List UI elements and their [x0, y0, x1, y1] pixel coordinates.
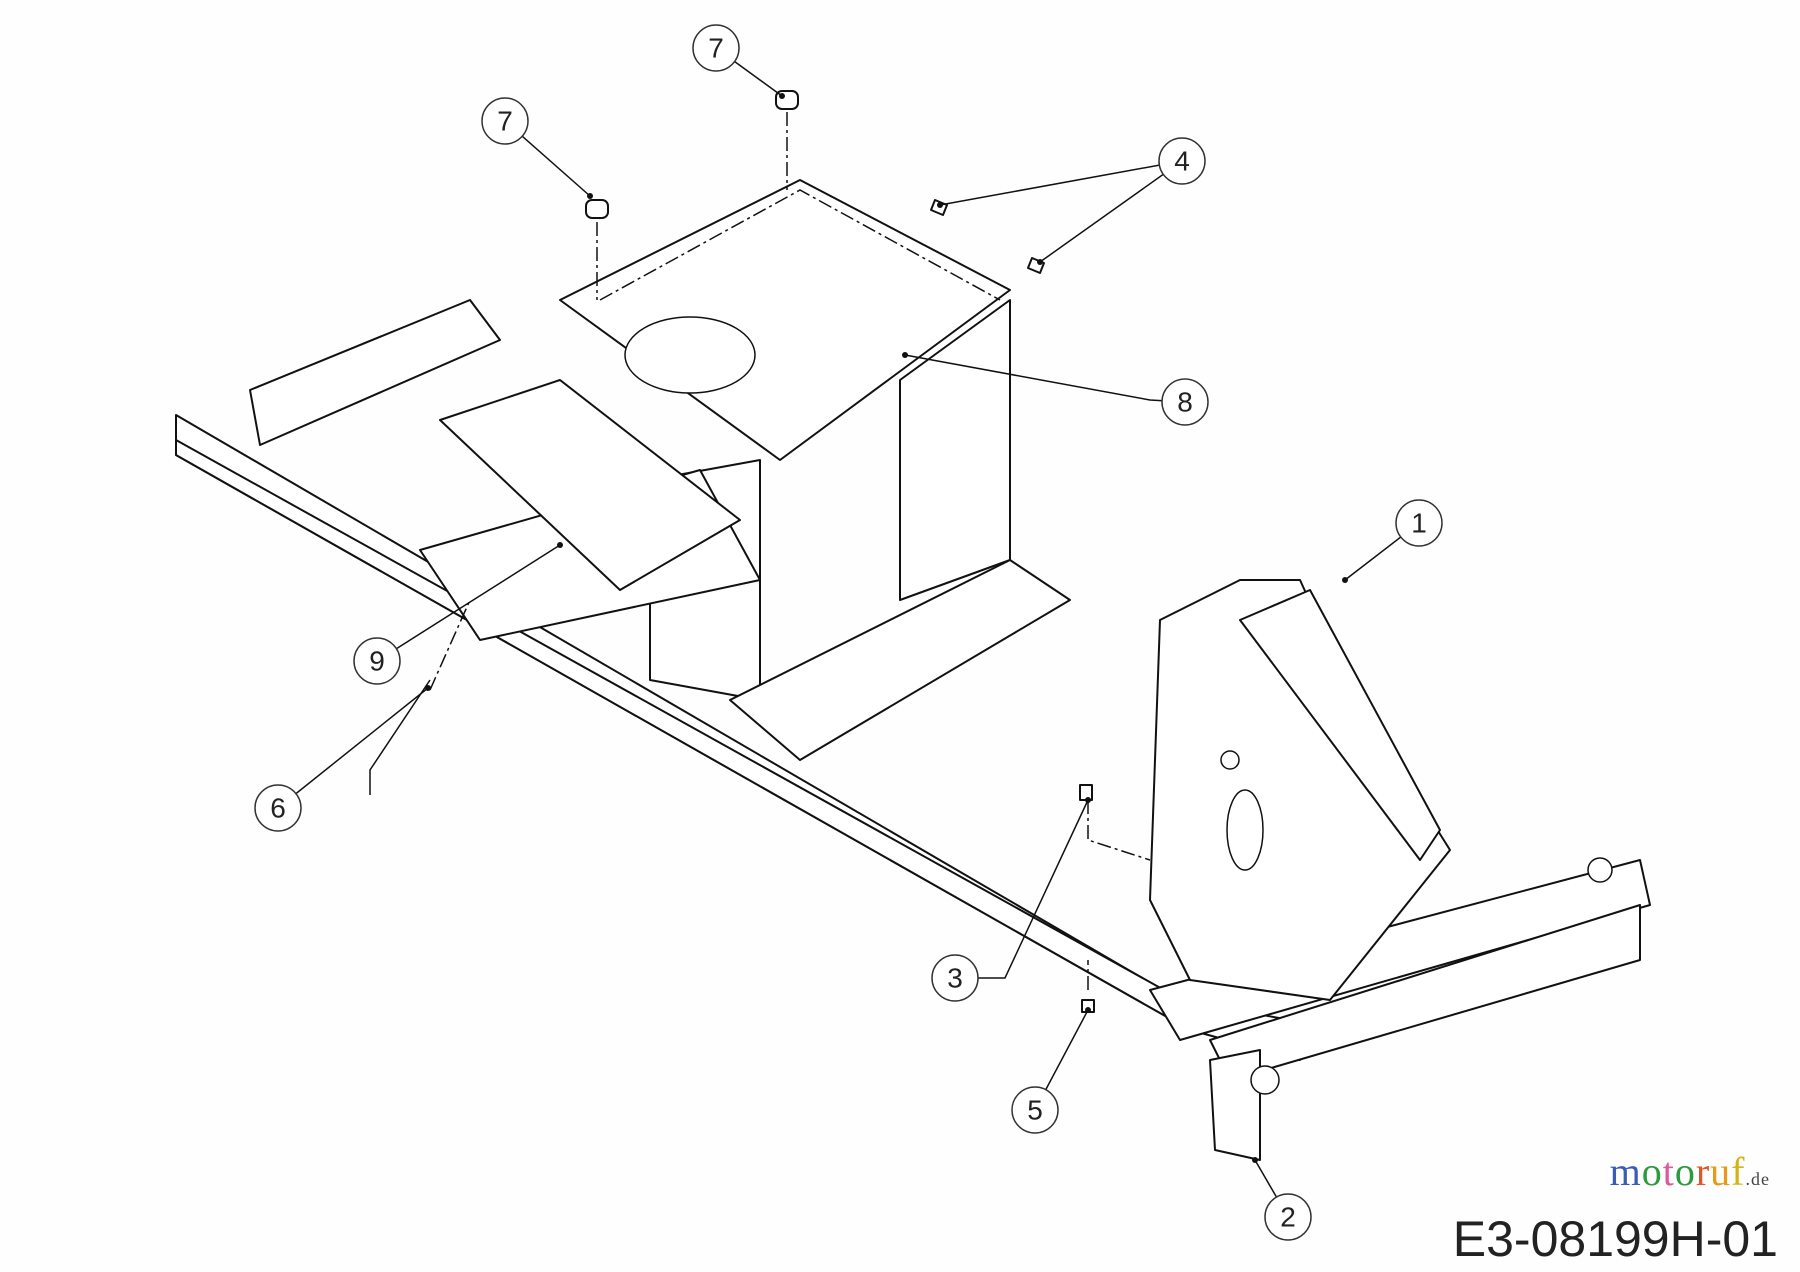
watermark-suffix: .de	[1745, 1169, 1770, 1189]
callout-circle	[1011, 1086, 1059, 1134]
callout-label: 8	[1177, 387, 1193, 418]
arrowhead-icon	[557, 542, 563, 548]
watermark-letter: o	[1641, 1149, 1663, 1194]
callout-8: 8	[902, 352, 1209, 426]
callout-7a: 7	[692, 24, 785, 99]
arrowhead-icon	[1037, 259, 1043, 265]
callout-3: 3	[931, 797, 1091, 1002]
arrowhead-icon	[1085, 1007, 1091, 1013]
watermark-logo: motoruf.de	[1610, 1149, 1770, 1202]
callout-label: 5	[1027, 1095, 1043, 1126]
leader-line	[376, 544, 561, 662]
callout-1: 1	[1342, 499, 1443, 583]
callout-circle	[692, 24, 740, 72]
frame-rail	[175, 299, 1651, 1161]
arrowhead-icon	[937, 202, 943, 208]
arrowhead-icon	[587, 193, 593, 199]
watermark-letter: o	[1674, 1149, 1696, 1194]
callout-label: 7	[708, 33, 724, 64]
callout-layer: 7 7 4 8 1 9 6 3 5 2	[254, 24, 1443, 1241]
watermark-letter: m	[1609, 1149, 1642, 1194]
front-pedestal	[1149, 579, 1451, 1001]
callout-label: 2	[1280, 1202, 1296, 1233]
callout-circle	[1158, 137, 1206, 185]
arrowhead-icon	[1252, 1157, 1258, 1163]
arrowhead-icon	[1342, 577, 1348, 583]
callout-circle	[481, 97, 529, 145]
drawing-number: E3-08199H-01	[1452, 1211, 1778, 1267]
callout-label: 3	[947, 963, 963, 994]
callout-circle	[254, 784, 302, 832]
callout-circle	[1264, 1193, 1312, 1241]
watermark-letter: r	[1695, 1149, 1711, 1194]
watermark-letter: f	[1731, 1149, 1746, 1194]
callout-label: 7	[497, 106, 513, 137]
callout-circle	[1395, 499, 1443, 547]
callout-label: 1	[1411, 508, 1427, 539]
hardware	[369, 90, 1151, 1013]
watermark-letter: t	[1662, 1149, 1675, 1194]
callout-7b: 7	[481, 97, 593, 199]
leader-line	[939, 160, 1183, 206]
callout-6: 6	[254, 685, 431, 832]
callout-circle	[353, 637, 401, 685]
callout-label: 9	[369, 646, 385, 677]
callout-4: 4	[937, 137, 1206, 265]
seat-pan-support	[419, 179, 1071, 761]
leader-line	[1039, 160, 1183, 263]
watermark-letter: u	[1710, 1149, 1732, 1194]
callout-circle	[931, 954, 979, 1002]
arrowhead-icon	[779, 93, 785, 99]
callout-label: 6	[270, 793, 286, 824]
arrowhead-icon	[425, 685, 431, 691]
callout-circle	[1161, 378, 1209, 426]
callout-2: 2	[1252, 1157, 1312, 1241]
leader-line	[277, 687, 429, 809]
callout-label: 4	[1174, 146, 1190, 177]
arrowhead-icon	[902, 352, 908, 358]
callout-5: 5	[1011, 1007, 1091, 1134]
callout-9: 9	[353, 542, 563, 685]
arrowhead-icon	[1085, 797, 1091, 803]
